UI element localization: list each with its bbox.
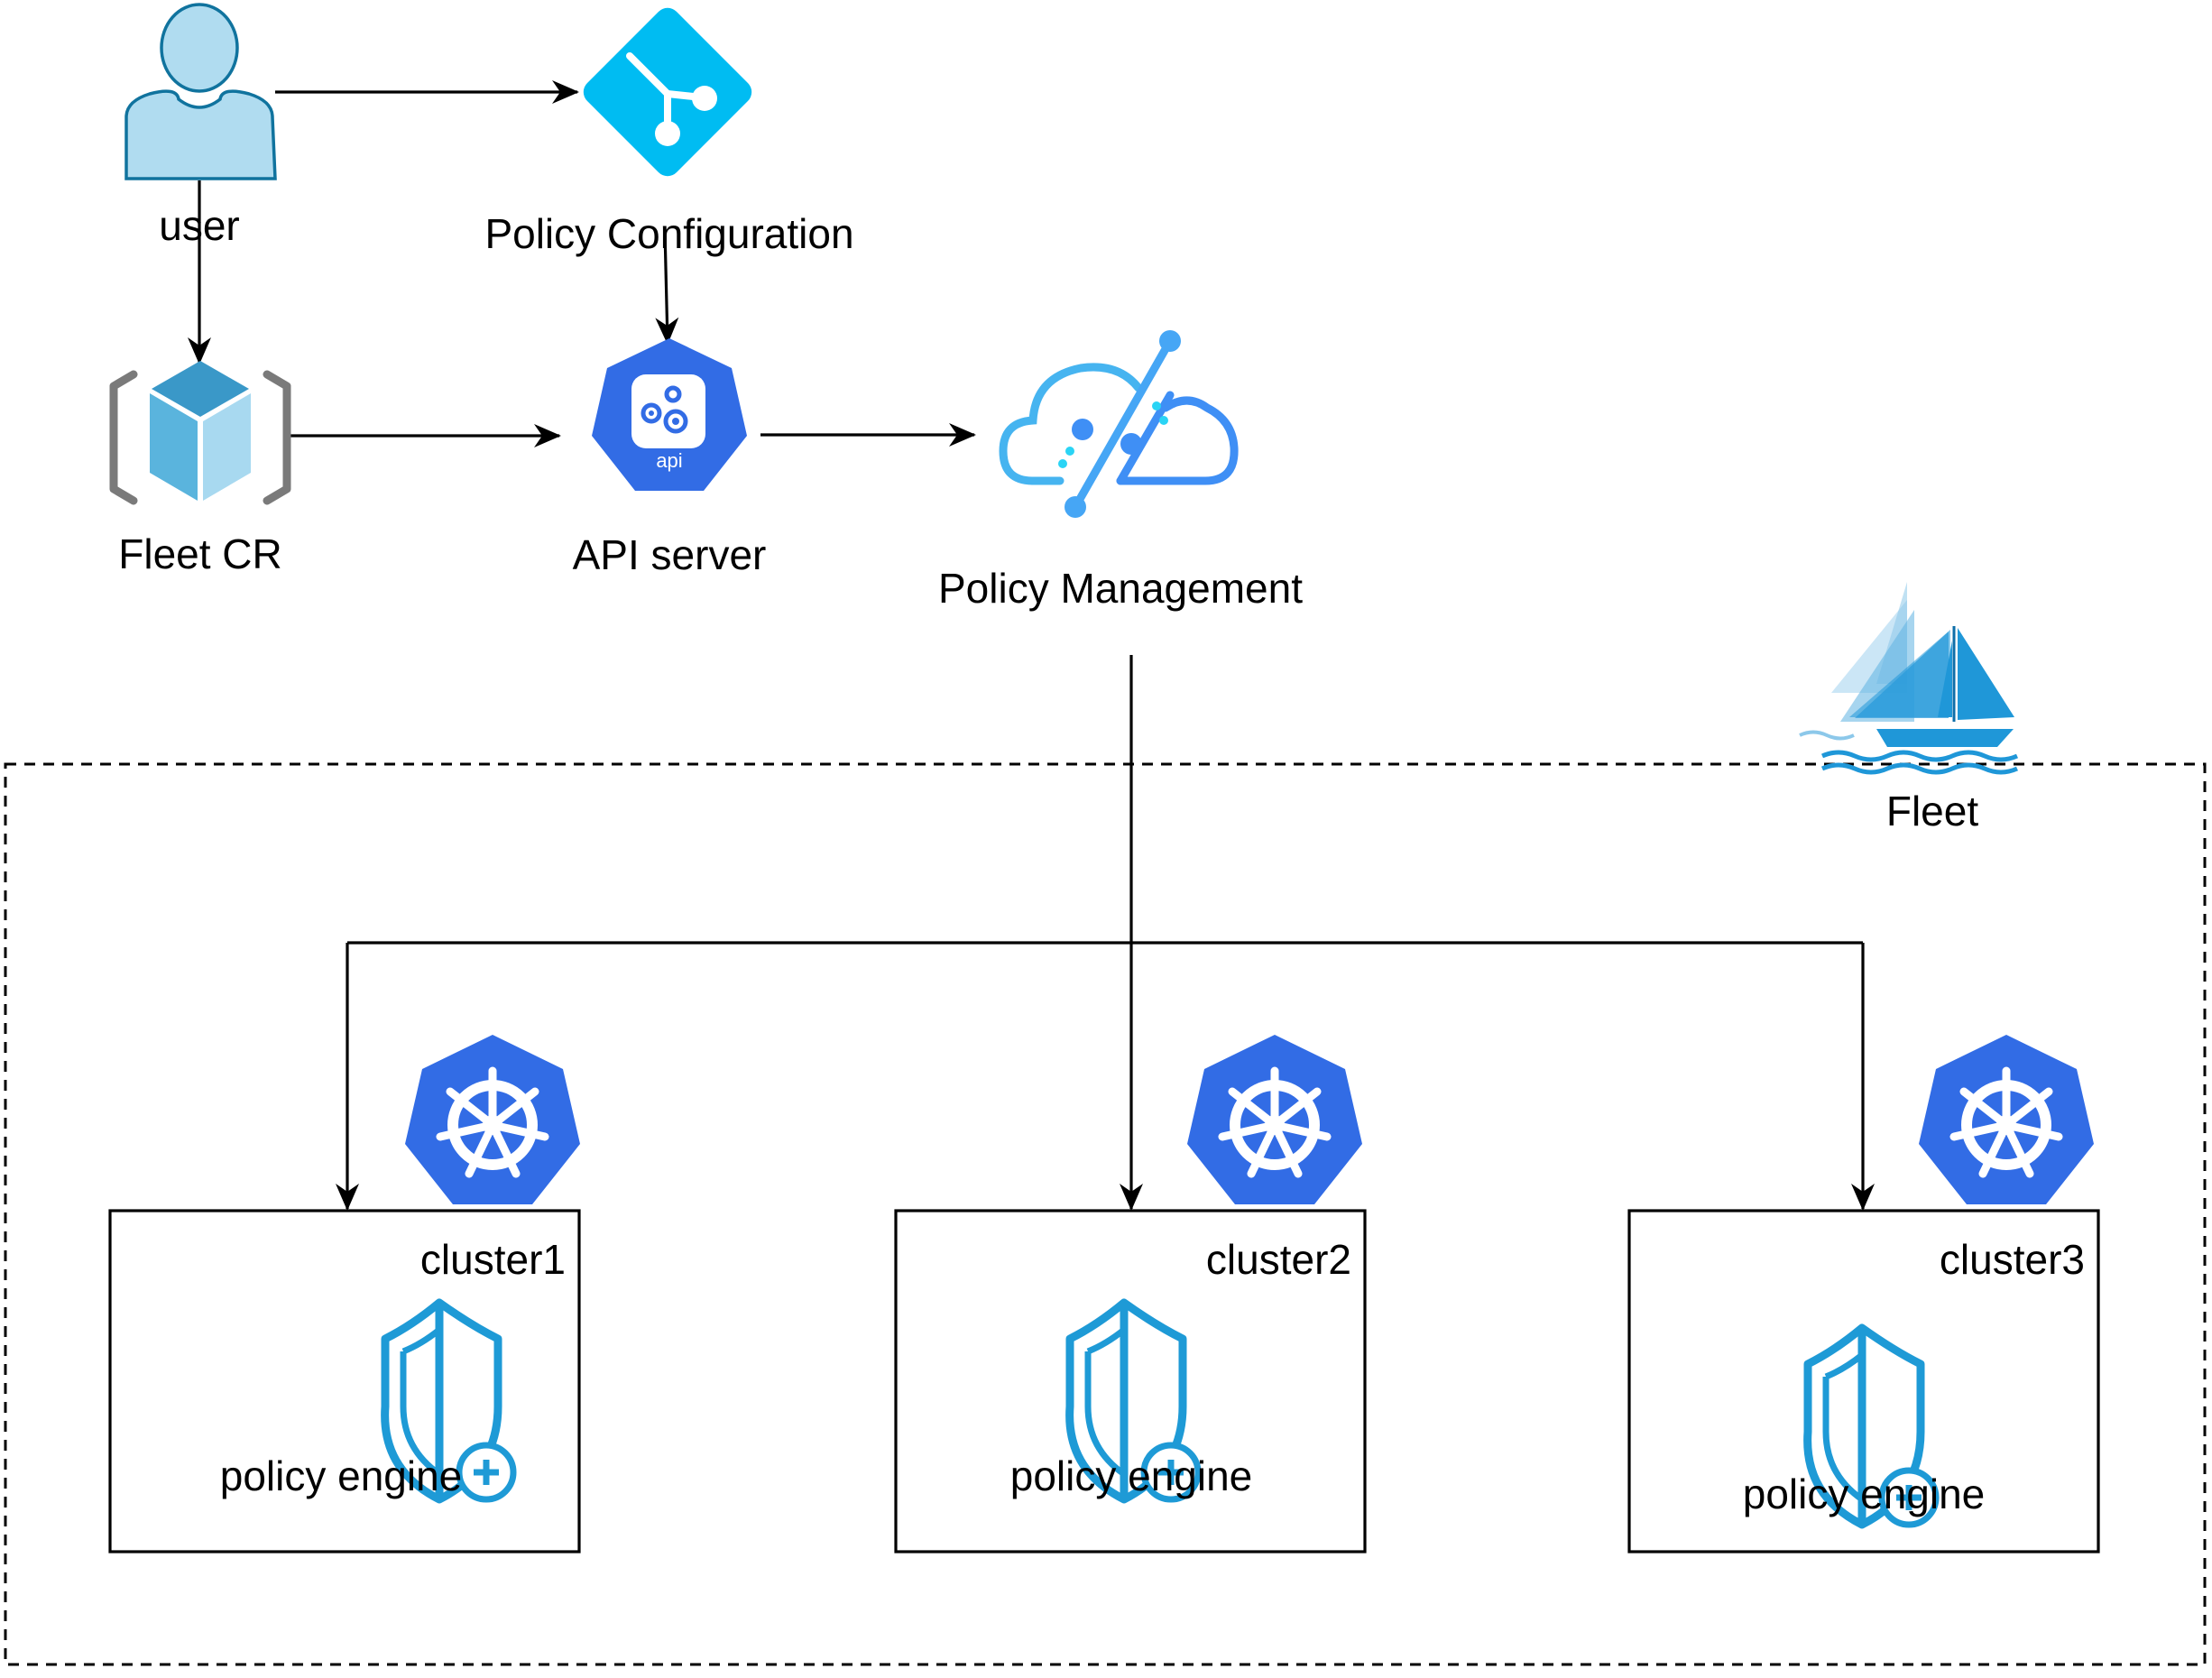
- sailboat-icon: [1799, 582, 2019, 775]
- user-icon: [124, 3, 277, 180]
- policy-management-label: Policy Management: [938, 565, 1303, 612]
- kubernetes-helm-icon: [405, 1035, 580, 1204]
- kubernetes-helm-icon: [1919, 1035, 2094, 1204]
- cluster-card-2: cluster2 policy engine: [894, 1209, 1367, 1554]
- fleet-label: Fleet: [1886, 788, 1978, 834]
- cluster-label: cluster1: [420, 1236, 566, 1283]
- policy-engine-label: policy engine: [1743, 1471, 1986, 1517]
- shield-plus-icon: [1803, 1323, 1940, 1529]
- cluster-card-1: cluster1 policy engine: [108, 1209, 581, 1554]
- cube-resource-icon: [109, 361, 291, 505]
- user-label: user: [159, 202, 239, 249]
- policy-configuration-label: Policy Configuration: [484, 210, 853, 257]
- cluster-label: cluster2: [1206, 1236, 1351, 1283]
- edge-policy-config-to-api: [655, 229, 679, 345]
- api-icon-text: api: [656, 449, 682, 472]
- cloud-policy-icon: [999, 330, 1239, 518]
- git-icon: [583, 7, 752, 177]
- shield-plus-icon: [381, 1298, 517, 1504]
- kubernetes-api-icon: api: [592, 338, 747, 491]
- api-server-label: API server: [573, 531, 767, 578]
- cluster-card-3: cluster3 policy engine: [1627, 1209, 2100, 1554]
- policy-engine-label: policy engine: [1010, 1452, 1253, 1499]
- shield-plus-icon: [1065, 1298, 1202, 1504]
- fleet-boundary: [4, 762, 2207, 1666]
- fleet-cr-label: Fleet CR: [118, 530, 281, 577]
- policy-engine-label: policy engine: [220, 1452, 463, 1499]
- cluster-label: cluster3: [1940, 1236, 2085, 1283]
- kubernetes-helm-icon: [1187, 1035, 1362, 1204]
